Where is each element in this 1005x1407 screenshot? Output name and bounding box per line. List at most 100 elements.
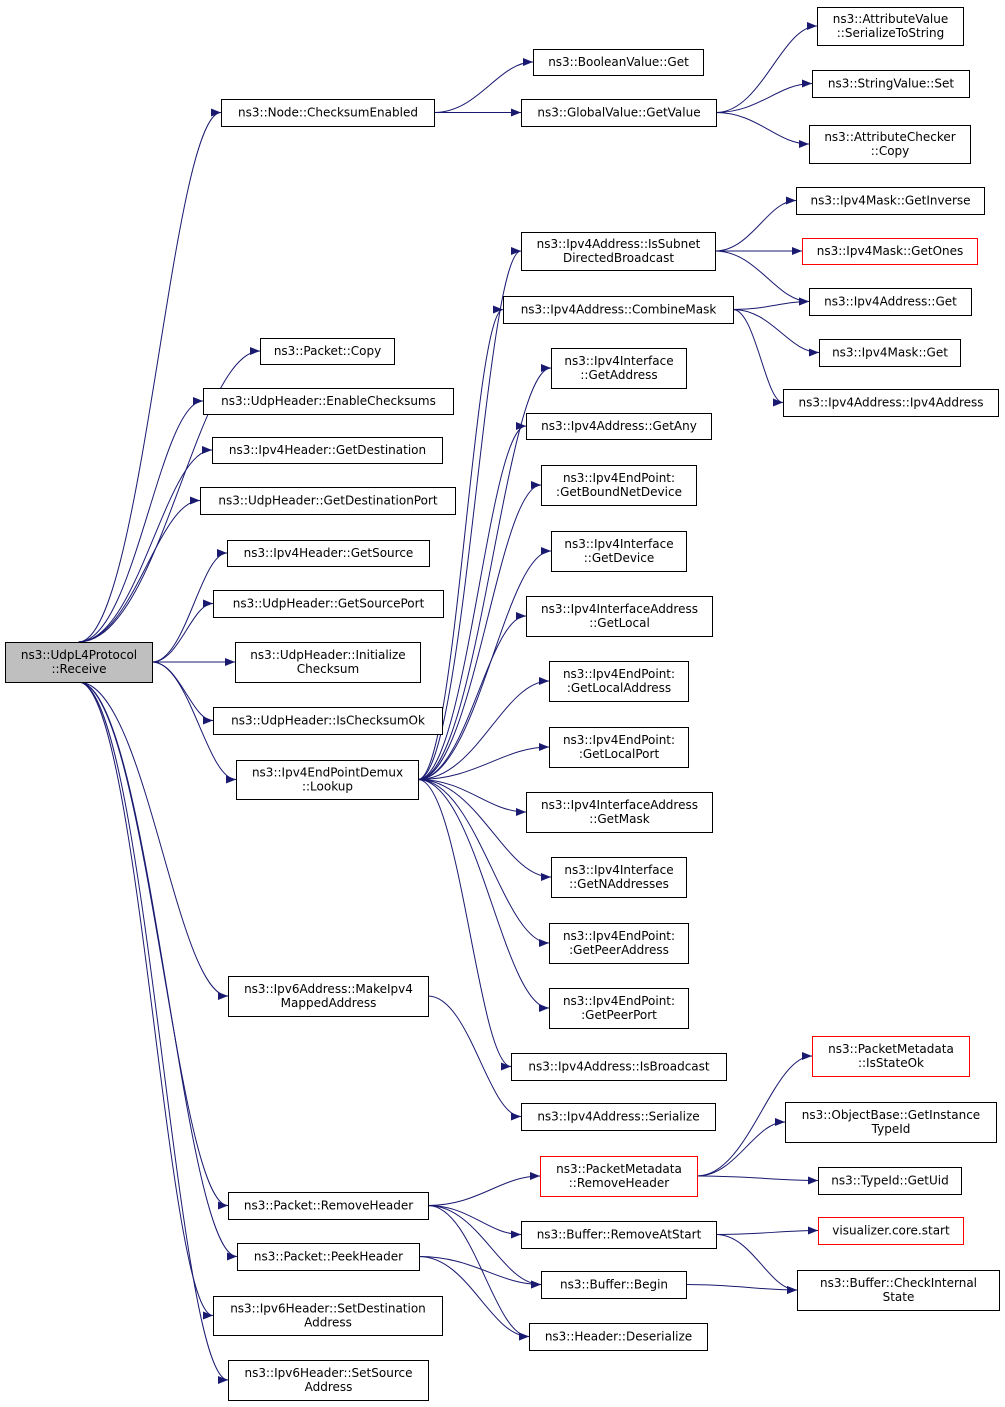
node-attributechecker-copy[interactable]: ns3::AttributeChecker::Copy <box>809 125 971 164</box>
node-label-buffer-checkinternalstate-line-2: State <box>883 1290 915 1304</box>
node-node-checksumenabled[interactable]: ns3::Node::ChecksumEnabled <box>221 99 435 127</box>
node-ipv4endpoint-getboundnetdevice[interactable]: ns3::Ipv4EndPoint::GetBoundNetDevice <box>541 465 697 506</box>
node-label-ipv4endpoint-getpeeraddress-line-2: :GetPeerAddress <box>569 943 669 957</box>
node-ipv4address-getany[interactable]: ns3::Ipv4Address::GetAny <box>526 413 712 440</box>
edge-ipv6address-makeipv4mappedaddress-to-ipv4address-serialize <box>427 995 522 1121</box>
node-label-ipv4address-issubnetdirectedbroadcast-line-2: DirectedBroadcast <box>563 251 674 265</box>
node-packet-peekheader[interactable]: ns3::Packet::PeekHeader <box>237 1243 420 1271</box>
edge-root-to-udpheader-ischecksumok <box>151 661 214 725</box>
edge-ipv4address-combinemask-to-ipv4address-ipv4address <box>732 309 784 407</box>
node-box-ipv4interface-getaddress <box>551 348 687 389</box>
edge-ipv4endpointdemux-lookup-to-ipv4interface-getaddress <box>417 364 552 780</box>
node-ipv4address-isbroadcast[interactable]: ns3::Ipv4Address::IsBroadcast <box>511 1053 727 1081</box>
node-label-ipv4mask-getinverse-line-1: ns3::Ipv4Mask::GetInverse <box>810 194 970 208</box>
node-label-ipv4endpointdemux-lookup-line-2: ::Lookup <box>302 780 353 794</box>
node-label-objectbase-getinstancetypeid-line-2: TypeId <box>871 1122 911 1136</box>
node-box-booleanvalue-get <box>533 49 704 76</box>
node-box-udpheader-getdestinationport <box>200 487 456 515</box>
node-ipv4interfaceaddress-getlocal[interactable]: ns3::Ipv4InterfaceAddress::GetLocal <box>526 596 713 637</box>
node-udpheader-ischecksumok[interactable]: ns3::UdpHeader::IsChecksumOk <box>213 707 443 735</box>
node-ipv4interfaceaddress-getmask[interactable]: ns3::Ipv4InterfaceAddress::GetMask <box>526 792 713 833</box>
node-buffer-begin[interactable]: ns3::Buffer::Begin <box>541 1271 687 1299</box>
node-label-objectbase-getinstancetypeid-line-1: ns3::ObjectBase::GetInstance <box>802 1108 980 1122</box>
node-box-attributevalue-serializetostring <box>817 7 964 46</box>
node-ipv4header-getdestination[interactable]: ns3::Ipv4Header::GetDestination <box>212 437 443 464</box>
node-label-ipv6header-setsourceaddress-line-2: Address <box>305 1380 353 1394</box>
node-udpheader-getdestinationport[interactable]: ns3::UdpHeader::GetDestinationPort <box>200 487 456 515</box>
node-booleanvalue-get[interactable]: ns3::BooleanValue::Get <box>533 49 704 76</box>
node-label-packet-copy-line-1: ns3::Packet::Copy <box>274 344 381 358</box>
node-buffer-removeatstart[interactable]: ns3::Buffer::RemoveAtStart <box>521 1221 717 1249</box>
node-stringvalue-set[interactable]: ns3::StringValue::Set <box>812 70 970 98</box>
node-label-ipv4interface-getdevice-line-2: ::GetDevice <box>584 551 655 565</box>
edge-root-to-ipv6address-makeipv4mappedaddress <box>78 681 229 1000</box>
edge-packet-removeheader-to-header-deserialize <box>427 1205 530 1341</box>
node-label-udpheader-getsourceport-line-1: ns3::UdpHeader::GetSourcePort <box>233 597 425 611</box>
node-packet-copy[interactable]: ns3::Packet::Copy <box>260 338 395 365</box>
node-ipv4address-issubnetdirectedbroadcast[interactable]: ns3::Ipv4Address::IsSubnetDirectedBroadc… <box>521 232 716 271</box>
node-attributevalue-serializetostring[interactable]: ns3::AttributeValue::SerializeToString <box>817 7 964 46</box>
node-udpheader-getsourceport[interactable]: ns3::UdpHeader::GetSourcePort <box>213 590 444 618</box>
node-ipv4address-ipv4address[interactable]: ns3::Ipv4Address::Ipv4Address <box>783 389 999 417</box>
edge-packet-removeheader-to-packetmetadata-removeheader <box>427 1172 541 1206</box>
node-packet-removeheader[interactable]: ns3::Packet::RemoveHeader <box>228 1192 429 1220</box>
node-ipv4endpoint-getpeerport[interactable]: ns3::Ipv4EndPoint::GetPeerPort <box>549 988 689 1029</box>
node-ipv4interface-getdevice[interactable]: ns3::Ipv4Interface::GetDevice <box>551 531 687 572</box>
node-ipv4endpointdemux-lookup[interactable]: ns3::Ipv4EndPointDemux::Lookup <box>236 760 419 800</box>
edge-ipv4address-combinemask-to-ipv4mask-get <box>732 309 820 357</box>
node-ipv4mask-get[interactable]: ns3::Ipv4Mask::Get <box>819 339 961 367</box>
node-label-attributechecker-copy-line-1: ns3::AttributeChecker <box>824 130 955 144</box>
node-label-ipv4mask-getones-line-1: ns3::Ipv4Mask::GetOnes <box>817 244 964 258</box>
node-label-header-deserialize-line-1: ns3::Header::Deserialize <box>545 1330 692 1344</box>
node-box-ipv4interface-getdevice <box>551 531 687 572</box>
node-ipv4address-combinemask[interactable]: ns3::Ipv4Address::CombineMask <box>503 296 734 324</box>
node-label-packetmetadata-isstateok-line-2: ::IsStateOk <box>858 1056 924 1070</box>
node-packetmetadata-removeheader[interactable]: ns3::PacketMetadata::RemoveHeader <box>540 1156 698 1197</box>
edge-ipv4endpointdemux-lookup-to-ipv4address-issubnetdirectedbroadcast <box>417 247 522 780</box>
node-label-ipv6header-setsourceaddress-line-1: ns3::Ipv6Header::SetSource <box>245 1366 413 1380</box>
node-ipv4mask-getones[interactable]: ns3::Ipv4Mask::GetOnes <box>802 238 978 265</box>
node-ipv4endpoint-getpeeraddress[interactable]: ns3::Ipv4EndPoint::GetPeerAddress <box>549 923 689 964</box>
node-label-attributevalue-serializetostring-line-2: ::SerializeToString <box>837 26 945 40</box>
node-root[interactable]: ns3::UdpL4Protocol::Receive <box>5 642 153 683</box>
edge-packet-peekheader-to-header-deserialize <box>418 1256 530 1341</box>
node-ipv4endpoint-getlocalport[interactable]: ns3::Ipv4EndPoint::GetLocalPort <box>549 727 689 768</box>
node-label-packet-removeheader-line-1: ns3::Packet::RemoveHeader <box>244 1199 413 1213</box>
node-typeid-getuid[interactable]: ns3::TypeId::GetUid <box>818 1167 962 1195</box>
node-box-ipv4interface-getnaddresses <box>551 857 687 898</box>
node-box-ipv4mask-getinverse <box>796 187 985 215</box>
node-label-globalvalue-getvalue-line-1: ns3::GlobalValue::GetValue <box>537 106 700 120</box>
node-ipv4endpoint-getlocaladdress[interactable]: ns3::Ipv4EndPoint::GetLocalAddress <box>549 661 689 702</box>
node-ipv4interface-getnaddresses[interactable]: ns3::Ipv4Interface::GetNAddresses <box>551 857 687 898</box>
node-box-stringvalue-set <box>812 70 970 98</box>
edge-packet-removeheader-to-buffer-removeatstart <box>427 1205 522 1239</box>
node-box-ipv6header-setsourceaddress <box>228 1360 429 1401</box>
node-ipv4address-serialize[interactable]: ns3::Ipv4Address::Serialize <box>521 1103 716 1131</box>
edge-packetmetadata-removeheader-to-typeid-getuid <box>696 1175 819 1185</box>
node-packetmetadata-isstateok[interactable]: ns3::PacketMetadata::IsStateOk <box>812 1036 970 1077</box>
node-ipv4address-get[interactable]: ns3::Ipv4Address::Get <box>809 288 972 316</box>
node-label-ipv4interfaceaddress-getlocal-line-2: ::GetLocal <box>589 616 650 630</box>
node-ipv4interface-getaddress[interactable]: ns3::Ipv4Interface::GetAddress <box>551 348 687 389</box>
node-box-ipv4endpoint-getlocaladdress <box>549 661 689 702</box>
node-globalvalue-getvalue[interactable]: ns3::GlobalValue::GetValue <box>521 99 717 127</box>
edge-root-to-ipv6header-setdestinationaddress <box>78 681 214 1320</box>
node-label-root-line-2: ::Receive <box>51 662 106 676</box>
node-label-ipv4endpoint-getpeerport-line-1: ns3::Ipv4EndPoint: <box>563 994 675 1008</box>
node-label-ipv4interface-getdevice-line-1: ns3::Ipv4Interface <box>564 537 673 551</box>
node-header-deserialize[interactable]: ns3::Header::Deserialize <box>529 1323 708 1351</box>
node-visualizer-core-start[interactable]: visualizer.core.start <box>818 1217 964 1245</box>
node-udpheader-enablechecksums[interactable]: ns3::UdpHeader::EnableChecksums <box>203 388 454 415</box>
node-label-ipv4address-isbroadcast-line-1: ns3::Ipv4Address::IsBroadcast <box>528 1060 710 1074</box>
node-ipv4mask-getinverse[interactable]: ns3::Ipv4Mask::GetInverse <box>796 187 985 215</box>
edge-root-to-udpheader-getdestinationport <box>78 496 201 643</box>
node-ipv4header-getsource[interactable]: ns3::Ipv4Header::GetSource <box>227 540 430 567</box>
node-label-ipv4address-combinemask-line-1: ns3::Ipv4Address::CombineMask <box>521 303 717 317</box>
